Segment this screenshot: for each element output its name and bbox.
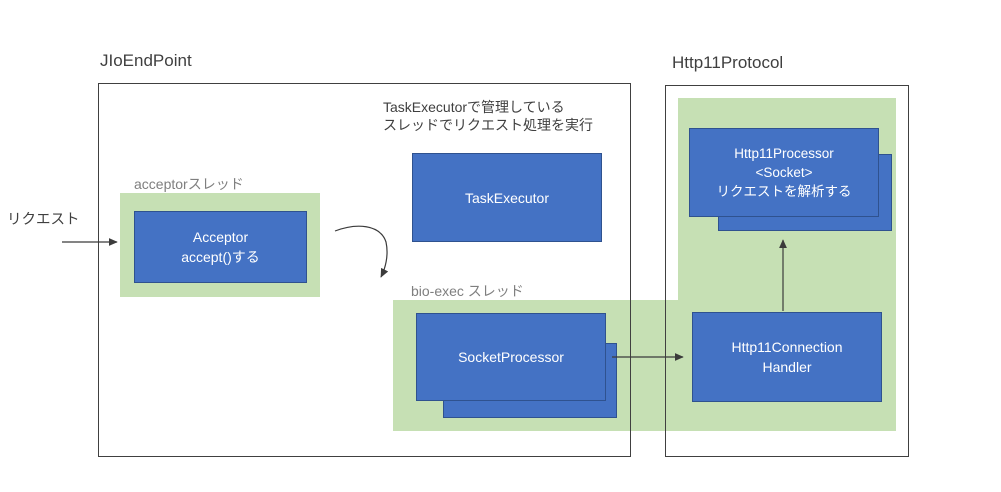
task-executor-node: TaskExecutor [412, 153, 602, 242]
acceptor-thread-label: acceptorスレッド [134, 176, 244, 192]
task-executor-note: TaskExecutorで管理している スレッドでリクエスト処理を実行 [383, 99, 593, 134]
http11-protocol-title: Http11Protocol [672, 53, 784, 72]
http11-processor-node-description: リクエストを解析する [716, 184, 852, 199]
http11-connection-handler-title-line1: Http11Connection [731, 339, 843, 355]
acceptor-node: Acceptor accept()する [134, 211, 307, 283]
task-executor-node-title: TaskExecutor [464, 189, 550, 206]
jio-endpoint-title: JIoEndPoint [100, 51, 192, 70]
http11-processor-node: Http11Processor <Socket> リクエストを解析する [689, 128, 879, 217]
jio-endpoint-frame [98, 83, 631, 457]
http11-protocol-frame [665, 85, 909, 457]
task-executor-note-line1: TaskExecutorで管理している [383, 99, 565, 115]
task-executor-note-line2: スレッドでリクエスト処理を実行 [383, 116, 593, 133]
acceptor-node-subtitle: accept()する [181, 249, 260, 265]
bio-exec-thread-label: bio-exec スレッド [411, 283, 524, 299]
acceptor-node-title: Acceptor [192, 229, 249, 245]
socket-processor-node-title: SocketProcessor [458, 349, 564, 365]
http11-connection-handler-node: Http11Connection Handler [692, 312, 882, 402]
socket-processor-node: SocketProcessor [416, 313, 606, 401]
http11-processor-node-type: <Socket> [755, 165, 813, 180]
request-label: リクエスト [7, 212, 80, 228]
http11-processor-node-title: Http11Processor [734, 146, 834, 161]
http11-connection-handler-title-line2: Handler [762, 359, 812, 375]
